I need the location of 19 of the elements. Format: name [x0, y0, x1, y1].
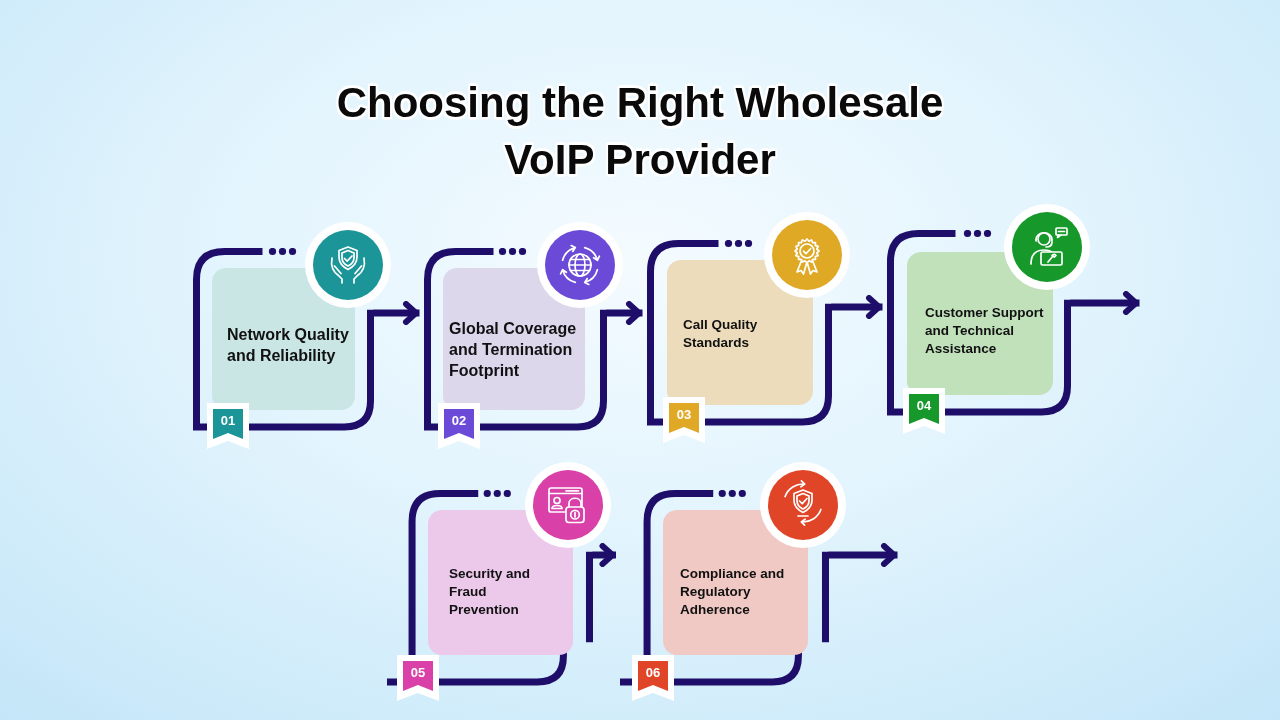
arrow	[592, 543, 616, 567]
number-ribbon: 06	[632, 655, 674, 701]
number-ribbon: 01	[207, 403, 249, 449]
arrow	[606, 301, 643, 325]
step-title: Call Quality Standards	[683, 316, 759, 352]
arrow	[1070, 291, 1140, 315]
arrow	[828, 543, 898, 567]
title: Choosing the Right Wholesale VoIP Provider	[335, 78, 945, 185]
arrow	[831, 295, 883, 319]
number-ribbon: 04	[903, 388, 945, 434]
step-title: Compliance and Regulatory Adherence	[680, 565, 786, 619]
arrow	[373, 301, 420, 325]
number-ribbon: 03	[663, 397, 705, 443]
number-ribbon: 05	[397, 655, 439, 701]
step-title: Network Quality and Reliability	[227, 325, 350, 366]
number-ribbon: 02	[438, 403, 480, 449]
step-title: Customer Support and Technical Assistance	[925, 304, 1045, 358]
step-title: Global Coverage and Termination Footprint	[449, 319, 578, 381]
step-title: Security and Fraud Prevention	[449, 565, 532, 619]
